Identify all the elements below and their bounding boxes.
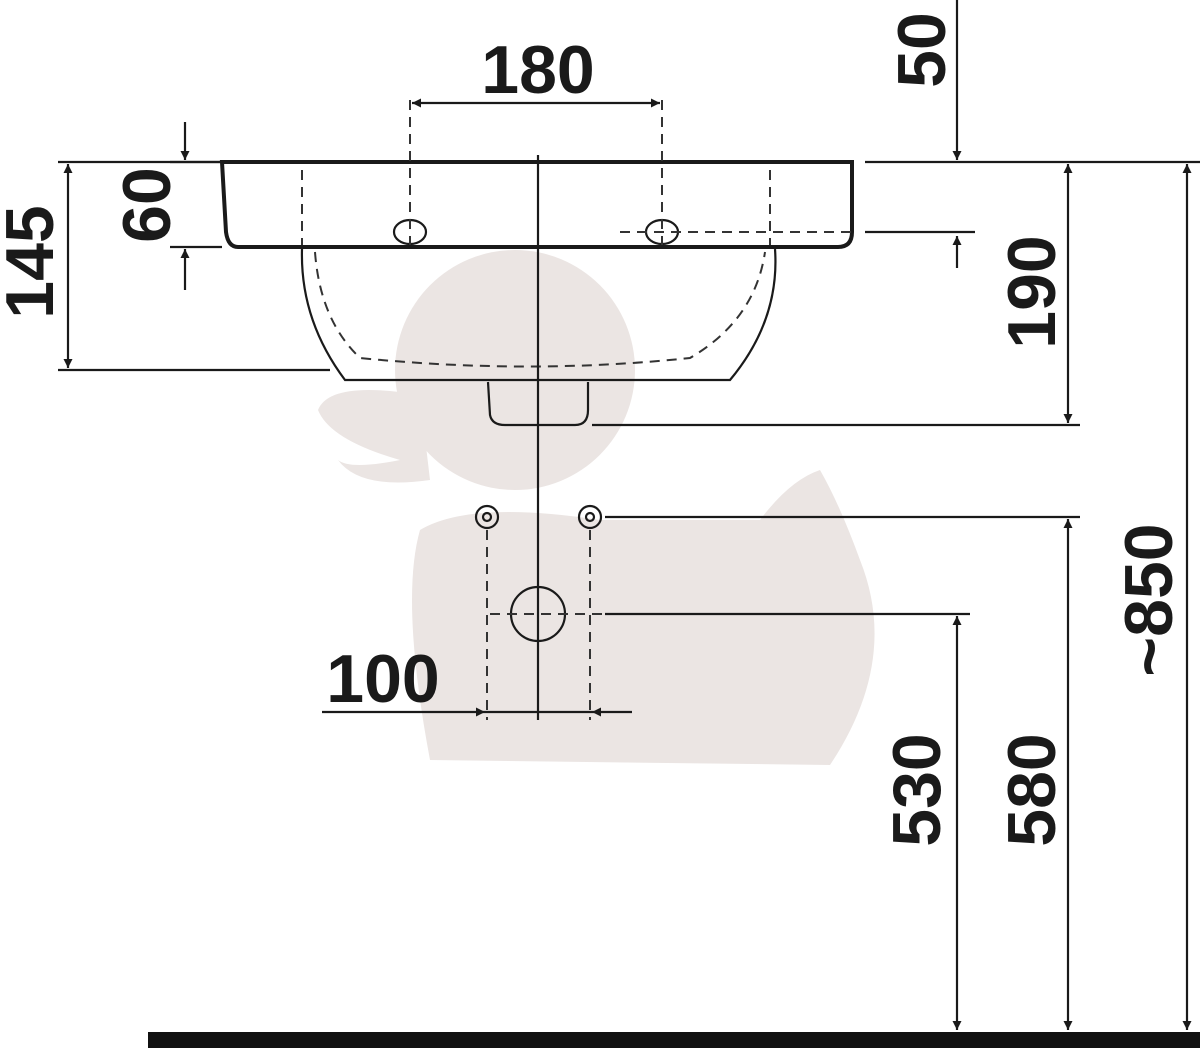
dimension-580: 580 — [605, 515, 1080, 1030]
dimension-label-190: 190 — [994, 235, 1070, 348]
wall-fixings — [474, 504, 603, 720]
dimension-label-100: 100 — [326, 641, 439, 717]
dimension-50: 50 — [865, 0, 975, 268]
dimension-190: 190 — [592, 160, 1080, 427]
dimension-180: 180 — [412, 32, 660, 108]
basin-rim — [219, 160, 854, 249]
dimension-label-145: 145 — [0, 205, 68, 318]
dimension-850: ~850 — [1080, 160, 1200, 1030]
dimension-145: 145 — [0, 160, 330, 372]
dimension-label-180: 180 — [481, 32, 594, 108]
floor-line — [148, 1032, 1200, 1048]
dimension-label-50: 50 — [884, 12, 960, 88]
dimension-label-530: 530 — [879, 733, 955, 846]
tap-holes — [392, 100, 852, 246]
drain-outlet — [490, 585, 605, 643]
dimension-530: 530 — [605, 612, 970, 1030]
dimension-label-850: ~850 — [1111, 523, 1187, 676]
duck-watermark — [318, 250, 875, 765]
basin-bowl — [300, 170, 777, 382]
dimension-label-60: 60 — [109, 167, 185, 243]
dimension-label-580: 580 — [994, 733, 1070, 846]
dimension-100: 100 — [322, 641, 632, 717]
dimension-60: 60 — [109, 122, 222, 290]
drain-trap — [486, 381, 590, 427]
